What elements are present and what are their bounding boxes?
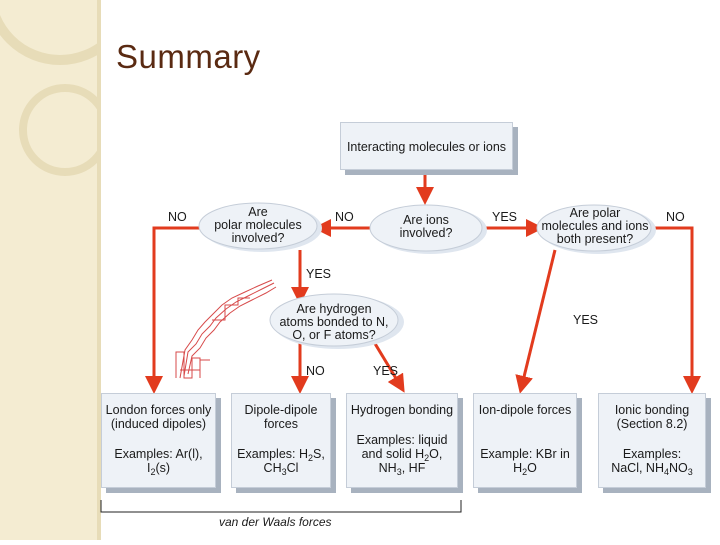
ellipse-hydrogen bbox=[269, 293, 399, 347]
outcome-iondipole-examples: Example: KBr in H2O bbox=[480, 447, 570, 477]
label-polar-yes: YES bbox=[306, 267, 332, 281]
start-box: Interacting molecules or ions bbox=[340, 122, 513, 170]
vdw-label: van der Waals forces bbox=[219, 515, 332, 529]
arrow-polar-no bbox=[145, 226, 202, 394]
handwritten-scribble bbox=[175, 279, 277, 379]
sidebar-edge bbox=[97, 0, 101, 540]
slide-title: Summary bbox=[116, 38, 261, 75]
outcome-hbond-examples: Examples: liquid and solid H2O, NH3, HF bbox=[356, 433, 448, 477]
outcome-london-examples: Examples: Ar(l), I2(s) bbox=[114, 447, 203, 477]
outcome-iondipole-box: Ion-dipole forces Example: KBr in H2O bbox=[473, 393, 577, 488]
ellipse-both bbox=[536, 204, 652, 252]
outcome-london-title: London forces only(induced dipoles) bbox=[105, 403, 212, 431]
outcome-ionic-examples: Examples: NaCl, NH4NO3 bbox=[611, 447, 693, 477]
outcome-ionic-box: Ionic bonding(Section 8.2) Examples: NaC… bbox=[598, 393, 706, 488]
label-hydrogen-no: NO bbox=[306, 364, 325, 378]
sidebar-decoration bbox=[0, 0, 135, 540]
label-hydrogen-yes: YES bbox=[373, 364, 399, 378]
label-both-no: NO bbox=[666, 210, 685, 224]
outcome-dipole-examples: Examples: H2S, CH3Cl bbox=[237, 447, 325, 477]
ellipse-ions bbox=[369, 204, 483, 252]
label-polar-no: NO bbox=[168, 210, 187, 224]
outcome-hbond-title: Hydrogen bonding bbox=[350, 403, 454, 417]
vdw-bracket bbox=[100, 500, 462, 513]
label-ions-yes: YES bbox=[492, 210, 518, 224]
label-both-yes: YES bbox=[573, 313, 599, 327]
outcome-iondipole-title: Ion-dipole forces bbox=[478, 403, 572, 417]
arrow-both-yes bbox=[515, 249, 557, 394]
ellipse-polar bbox=[198, 202, 318, 250]
outcome-ionic-title: Ionic bonding(Section 8.2) bbox=[614, 403, 690, 431]
arrow-both-no bbox=[650, 226, 701, 394]
outcome-hbond-box: Hydrogen bonding Examples: liquid and so… bbox=[346, 393, 458, 488]
start-box-text: Interacting molecules or ions bbox=[346, 140, 507, 154]
outcome-london-box: London forces only(induced dipoles) Exam… bbox=[101, 393, 216, 488]
label-ions-no: NO bbox=[335, 210, 354, 224]
